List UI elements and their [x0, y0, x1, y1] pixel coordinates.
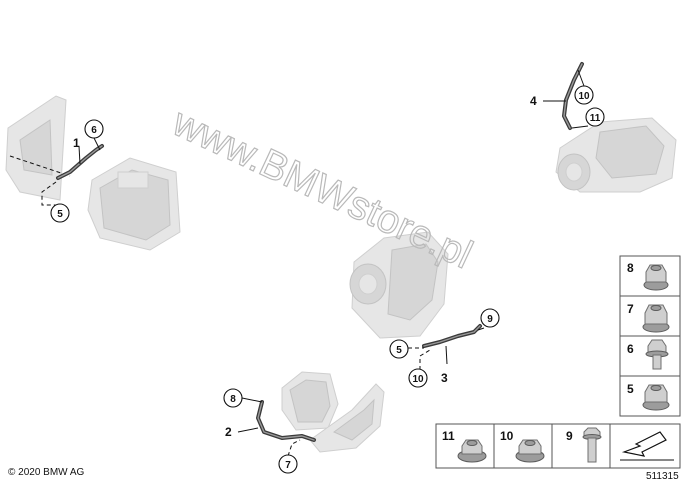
part-number-8: 8	[627, 261, 634, 275]
washer-nut-icon	[457, 439, 487, 463]
callout-circle-5-mid	[389, 339, 409, 359]
watermark: www.BMWstore.pl	[165, 100, 479, 277]
callout-10-mid: 10	[412, 374, 424, 385]
part-number-7: 7	[627, 302, 634, 316]
part-number-9: 9	[566, 429, 573, 443]
part-number-6: 6	[627, 342, 634, 356]
control-module	[281, 371, 385, 453]
ground-strap-4	[562, 62, 584, 130]
part-cell-6: 6	[619, 335, 681, 377]
part-cell-5: 5	[619, 375, 681, 417]
front-bracket-assembly	[5, 95, 71, 201]
callout-3: 3	[441, 371, 448, 385]
nut-icon	[642, 384, 670, 411]
callout-8: 8	[230, 394, 236, 405]
bolt-icon	[645, 339, 669, 370]
part-number-10: 10	[500, 429, 514, 443]
parts-grid: 8 7 6	[619, 255, 681, 417]
ground-strap-1	[56, 144, 104, 180]
part-cell-11: 11	[435, 423, 495, 469]
callout-circle-6	[84, 119, 104, 139]
callout-2: 2	[225, 425, 232, 439]
callout-circle-5-top	[50, 203, 70, 223]
part-number-5: 5	[627, 382, 634, 396]
flange-nut-icon	[643, 264, 669, 291]
diagram-number: 511315	[646, 471, 679, 482]
part-cell-7: 7	[619, 295, 681, 337]
part-cell-8: 8	[619, 255, 681, 297]
callout-7: 7	[285, 460, 291, 471]
callout-4: 4	[530, 94, 537, 108]
flange-nut-icon	[642, 304, 670, 333]
callout-circle-7	[278, 454, 298, 474]
part-cell-arrow	[609, 423, 681, 469]
callout-5-top: 5	[57, 209, 63, 220]
part-cell-9: 9	[551, 423, 611, 469]
parts-row: 11 10 9	[435, 423, 681, 469]
ground-strap-3	[422, 324, 482, 348]
callout-circle-10-top	[574, 85, 594, 105]
callout-6: 6	[91, 125, 97, 136]
callout-circle-8	[223, 388, 243, 408]
part-number-11: 11	[442, 429, 455, 443]
callout-5-mid: 5	[396, 345, 402, 356]
arrow-icon	[620, 431, 674, 461]
bolt-icon	[582, 427, 602, 463]
callout-circle-11	[585, 107, 605, 127]
copyright: © 2020 BMW AG	[8, 467, 85, 478]
callout-10-top: 10	[578, 91, 590, 102]
transfer-case	[349, 231, 449, 339]
callout-11: 11	[590, 113, 601, 124]
flange-nut-icon	[515, 439, 545, 463]
rear-differential	[555, 117, 677, 193]
callout-1: 1	[73, 136, 80, 150]
callout-9: 9	[487, 314, 493, 325]
ground-strap-2	[256, 400, 316, 442]
callout-circle-9	[480, 308, 500, 328]
gearbox-top-left	[87, 157, 181, 251]
part-cell-10: 10	[493, 423, 553, 469]
callout-circle-10-mid	[408, 368, 428, 388]
